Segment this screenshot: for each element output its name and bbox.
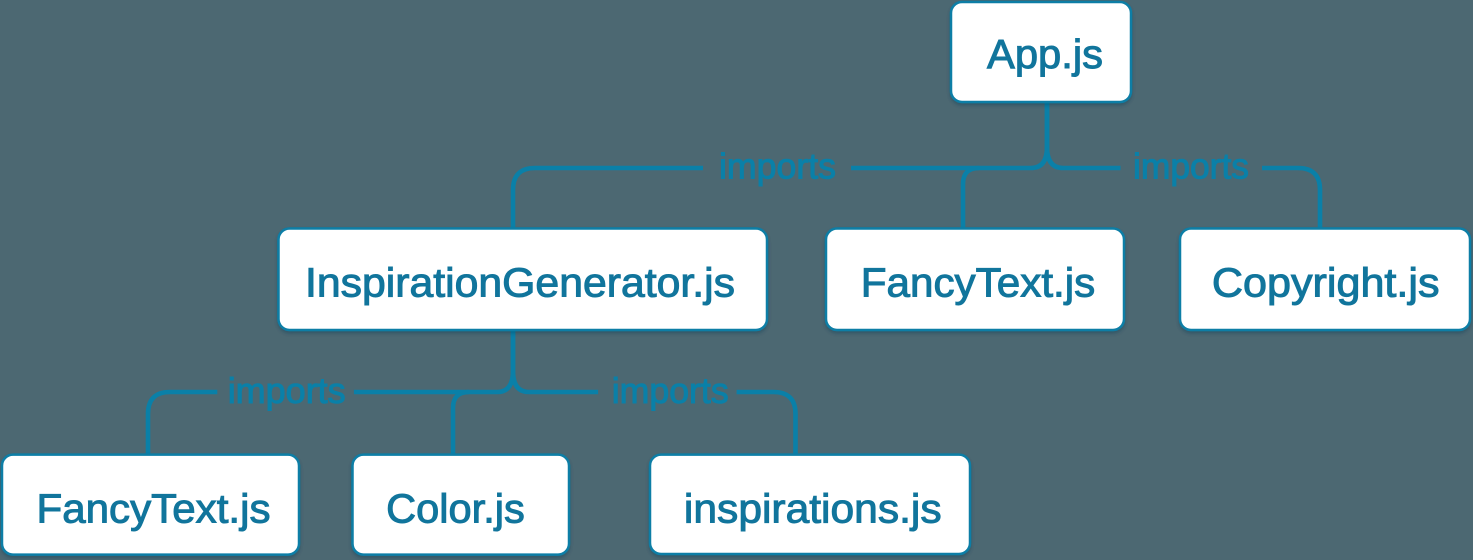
svg-text:inspirations.js: inspirations.js: [684, 486, 942, 532]
svg-text:imports: imports: [1133, 146, 1249, 187]
svg-text:imports: imports: [719, 146, 836, 187]
svg-text:imports: imports: [612, 370, 729, 411]
svg-text:FancyText.js: FancyText.js: [861, 260, 1096, 306]
svg-text:Copyright.js: Copyright.js: [1212, 260, 1440, 306]
svg-text:imports: imports: [228, 370, 346, 411]
svg-text:App.js: App.js: [987, 31, 1103, 77]
svg-text:Color.js: Color.js: [386, 486, 525, 532]
svg-text:FancyText.js: FancyText.js: [37, 486, 271, 532]
svg-text:InspirationGenerator.js: InspirationGenerator.js: [305, 260, 735, 306]
